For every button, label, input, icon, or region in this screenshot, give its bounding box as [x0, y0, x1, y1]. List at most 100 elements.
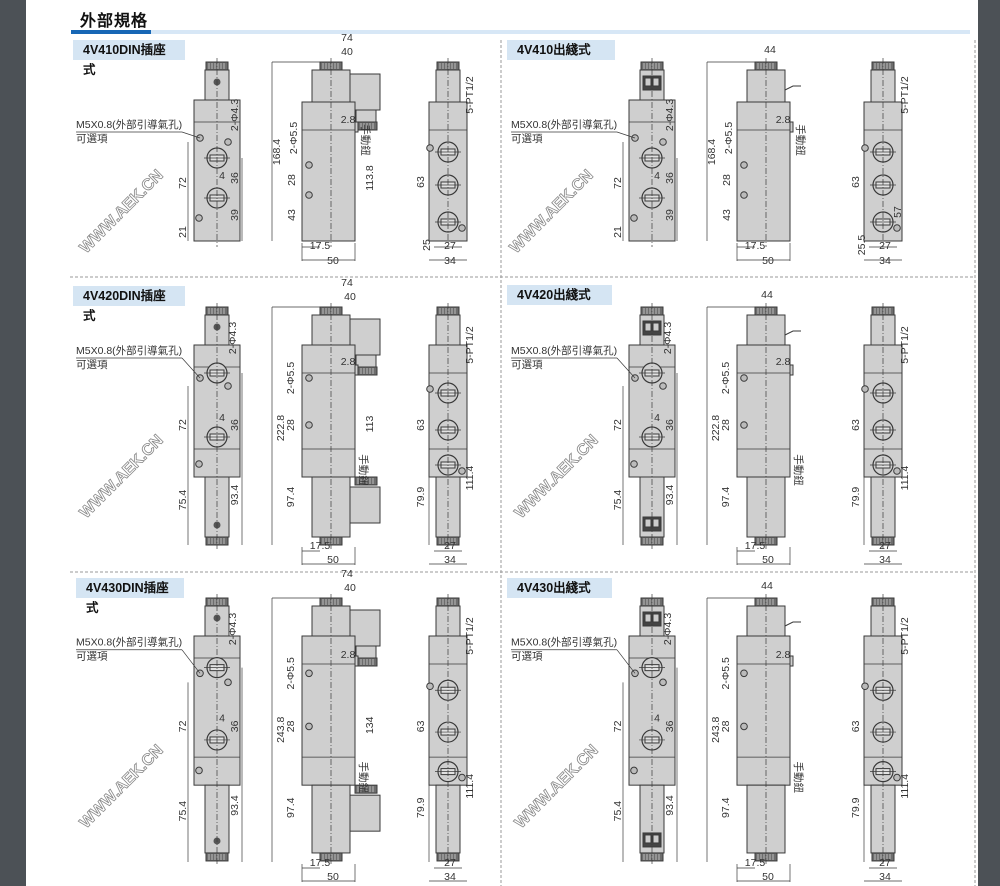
dim-label-d4: 4 [219, 712, 225, 724]
dim-label-d97: 97.4 [285, 797, 297, 818]
manual-override [354, 364, 359, 376]
dim-label-d28: 28 [286, 174, 298, 186]
dim-label-d17_5: 17.5 [310, 540, 331, 552]
dim-label-height: 222.8 [710, 415, 722, 441]
dim-label-d27: 27 [879, 857, 891, 869]
note-optional: 可選項 [76, 650, 108, 663]
watermark-text: WWW.AEK.CN [77, 432, 167, 522]
side-view [706, 303, 801, 565]
dim-label-d40: 40 [344, 582, 356, 594]
title-rule [151, 30, 970, 34]
dim-label-pt: 5-PT1/2 [899, 617, 911, 655]
dim-label-d63: 63 [415, 419, 427, 431]
connector-pin [652, 834, 660, 844]
dim-label-d36: 36 [229, 720, 241, 732]
dim-label-pt: 5-PT1/2 [464, 76, 476, 114]
dim-label-d44: 44 [764, 44, 776, 56]
dim-label-d44: 44 [761, 580, 773, 592]
dim-label-d72: 72 [177, 419, 189, 431]
side-view [706, 594, 801, 882]
dim-label-d50: 50 [327, 871, 339, 883]
valve-body [736, 101, 791, 242]
dim-label-d72: 72 [177, 177, 189, 189]
mount-hole [861, 144, 869, 152]
connector-pin [652, 518, 660, 528]
note-optional: 可選項 [76, 358, 108, 371]
lead-wire [784, 85, 801, 91]
dim-label-height: 168.4 [271, 139, 283, 165]
dim-label-d75: 75.4 [177, 801, 189, 822]
connector-pin [644, 518, 652, 528]
note-external-pilot-port: M5X0.8(外部引導氣孔) [76, 636, 182, 649]
dim-label-d63: 63 [415, 176, 427, 188]
mount-hole [426, 144, 434, 152]
mount-hole [195, 766, 203, 775]
dim-label-d43: 43 [721, 209, 733, 221]
mount-hole [426, 385, 434, 393]
note-optional: 可選項 [76, 132, 108, 145]
mount-hole [630, 460, 638, 468]
mount-hole [458, 773, 466, 782]
dim-label-hole_spec: 2-Φ4.3 [229, 99, 241, 131]
dim-label-d97: 97.4 [720, 487, 732, 508]
mount-hole [740, 669, 748, 678]
dim-label-d111: 111.4 [899, 465, 911, 490]
dim-label-hole_spec: 2-Φ4.3 [227, 613, 239, 645]
dim-label-d21: 21 [177, 226, 189, 238]
dim-label-d2_8: 2.8 [341, 649, 356, 661]
dim-label-d2_8: 2.8 [341, 356, 356, 368]
manual-override [354, 655, 359, 667]
dim-label-d50: 50 [327, 554, 339, 566]
panel-title-4v420-din: 4V420DIN插座式 [73, 286, 185, 323]
dim-label-d50: 50 [762, 255, 774, 267]
dim-label-d2_8: 2.8 [776, 114, 791, 126]
watermark-text: WWW.AEK.CN [512, 742, 602, 832]
end-view [426, 594, 468, 882]
connector-pin [652, 322, 660, 332]
mount-hole [305, 161, 313, 169]
connector-pin [644, 77, 652, 87]
dim-label-d43: 43 [286, 209, 298, 221]
din-connector-lower [349, 794, 381, 832]
manual-override [354, 121, 359, 133]
dim-label-d74: 74 [341, 32, 353, 44]
mount-hole [659, 382, 667, 390]
dim-label-d17_5: 17.5 [745, 540, 766, 552]
panel-title-4v430-din: 4V430DIN插座式 [76, 578, 184, 615]
side-view [271, 303, 381, 565]
dim-label-manual: 手動鈕 [359, 124, 372, 156]
title-rule-accent [71, 30, 151, 34]
mount-hole [740, 374, 748, 382]
dim-label-d63: 63 [850, 720, 862, 732]
mount-hole [659, 678, 667, 687]
dim-label-d27: 27 [879, 540, 891, 552]
mount-hole [305, 374, 313, 382]
connector-pin [644, 322, 652, 332]
note-external-pilot-port: M5X0.8(外部引導氣孔) [511, 344, 617, 357]
dim-label-d4: 4 [219, 170, 225, 182]
dim-label-d72: 72 [177, 720, 189, 732]
dim-label-d39: 39 [229, 209, 241, 221]
mount-hole [305, 722, 313, 731]
front-view [76, 58, 243, 247]
end-view [861, 58, 903, 261]
dim-label-d79: 79.9 [415, 487, 427, 508]
dim-label-d4: 4 [654, 412, 660, 424]
dim-label-d34: 34 [879, 871, 891, 883]
dim-label-height: 243.8 [710, 716, 722, 742]
valve-body [301, 101, 356, 242]
note-leader [616, 357, 636, 379]
dim-label-manual: 手動鈕 [357, 454, 370, 486]
mount-hole [426, 682, 434, 691]
watermark-text: WWW.AEK.CN [77, 742, 167, 832]
dim-label-d17_5: 17.5 [310, 240, 331, 252]
front-view [76, 303, 243, 549]
dim-label-d21: 21 [612, 226, 624, 238]
dim-label-pt: 5-PT1/2 [899, 76, 911, 114]
